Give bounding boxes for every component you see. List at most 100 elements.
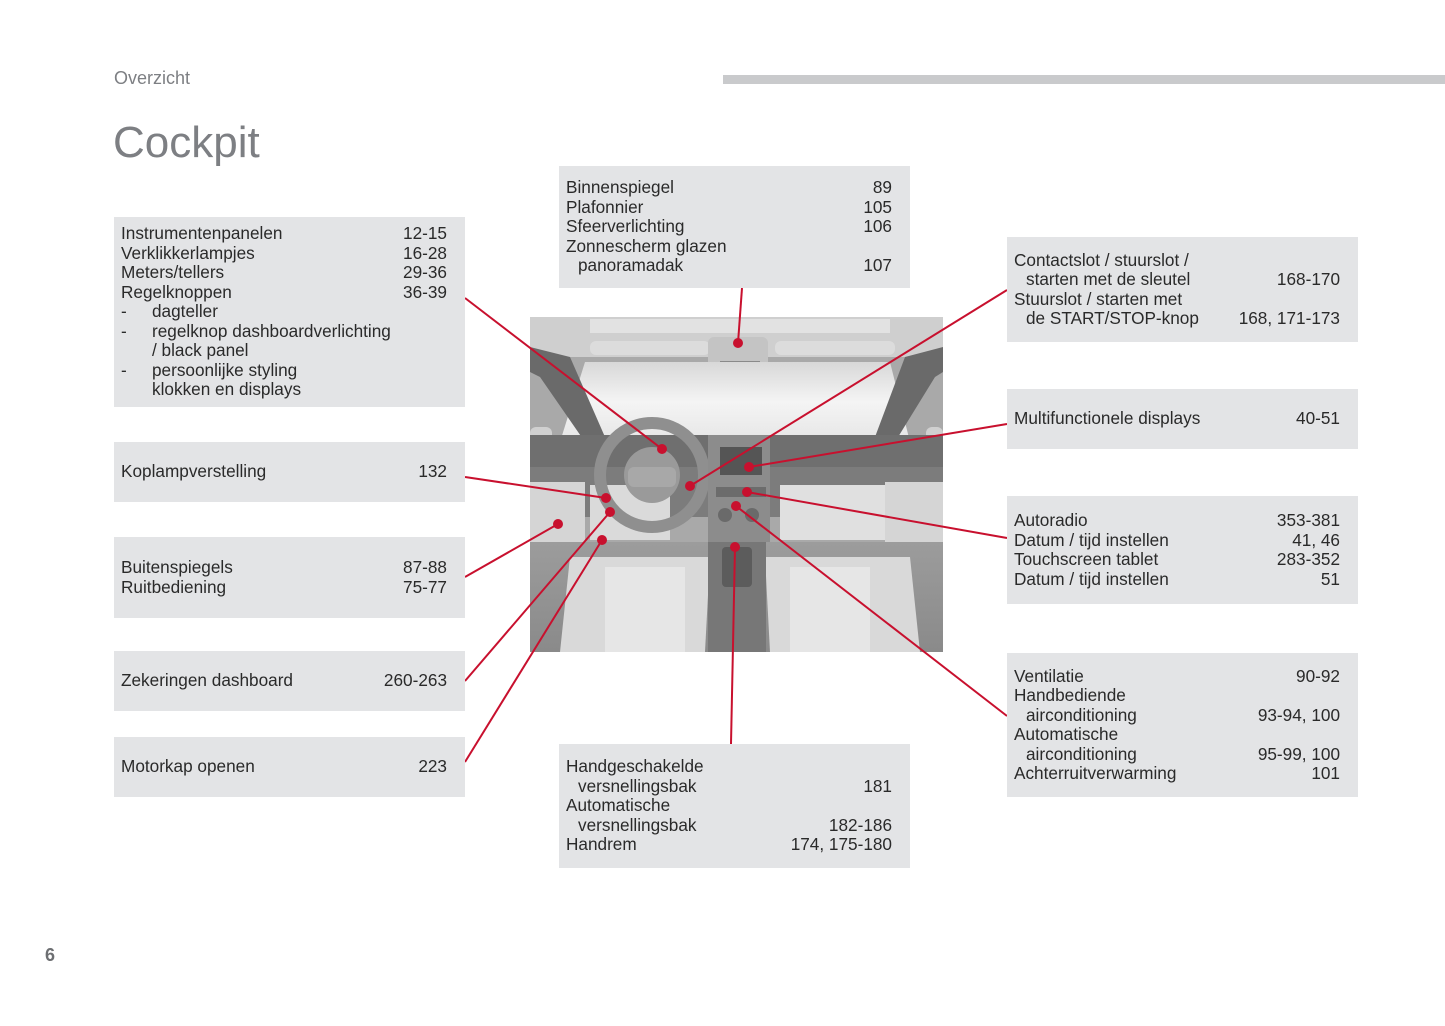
index-entry-label: Multifunctionele displays	[1014, 408, 1201, 429]
index-entry-label: Stuurslot / starten met	[1014, 288, 1183, 309]
index-entry-label: Contactslot / stuurslot /	[1014, 249, 1189, 270]
index-entry-page: 223	[418, 756, 447, 777]
index-entry: Automatische	[566, 796, 892, 816]
index-entry-page: 168, 171-173	[1238, 308, 1340, 328]
index-entry-label: Sfeerverlichting	[566, 216, 685, 237]
index-entry-label: Binnenspiegel	[566, 177, 674, 198]
index-entry-label: / black panel	[152, 340, 249, 361]
index-entry: de START/STOP-knop 168, 171-173	[1014, 308, 1340, 329]
index-entry: Binnenspiegel 89	[566, 178, 892, 198]
index-entry: Handgeschakelde	[566, 757, 892, 777]
cockpit-illustration	[530, 317, 943, 652]
index-entry-label: Zonnescherm glazen	[566, 235, 727, 256]
index-entry: Ventilatie 90-92	[1014, 665, 1340, 687]
index-entry: panoramadak 107	[566, 256, 892, 276]
index-entry-label: versnellingsbak	[578, 814, 697, 835]
index-entry-page: 16-28	[403, 242, 447, 263]
index-entry-page: 95-99, 100	[1257, 743, 1340, 764]
index-entry: Contactslot / stuurslot /	[1014, 249, 1340, 271]
index-entry-label: klokken en displays	[152, 379, 302, 400]
box-headlamp-adjustment: Koplampverstelling 132	[114, 442, 465, 502]
index-entry-label: dagteller	[121, 302, 218, 322]
header-divider-bar	[723, 75, 1445, 84]
index-entry-label: Ruitbediening	[121, 576, 227, 597]
index-entry-page: 90-92	[1296, 665, 1340, 686]
index-entry-page: 182-186	[828, 814, 892, 835]
index-entry: airconditioning 95-99, 100	[1014, 743, 1340, 765]
index-entry-page: 132	[418, 461, 447, 482]
index-entry-label: Automatische	[1014, 724, 1119, 744]
index-entry: Buitenspiegels 87-88	[121, 557, 447, 578]
index-entry-page: 12-15	[403, 223, 447, 244]
index-entry: Touchscreen tablet 283-352	[1014, 549, 1340, 570]
index-entry-page: 87-88	[403, 557, 447, 577]
index-entry-page: 107	[863, 255, 892, 276]
index-entry: / black panel	[121, 341, 447, 361]
box-ignition-start: Contactslot / stuurslot /starten met de …	[1007, 237, 1358, 342]
page-number: 6	[45, 945, 56, 965]
index-entry-label: Buitenspiegels	[121, 557, 233, 577]
index-entry-label: airconditioning	[1026, 743, 1137, 764]
index-entry-page: 93-94, 100	[1257, 704, 1340, 725]
index-entry-label: Achterruitverwarming	[1014, 763, 1177, 783]
index-entry-page: 168-170	[1276, 269, 1340, 289]
index-entry-page: 75-77	[403, 576, 447, 597]
index-entry-page: 105	[863, 196, 892, 217]
index-entry-page: 181	[863, 775, 892, 796]
index-entry-label: Handgeschakelde	[566, 756, 704, 777]
index-entry: klokken en displays	[121, 380, 447, 400]
index-entry-page: 106	[863, 216, 892, 237]
index-entry-page: 51	[1320, 568, 1340, 589]
index-entry-label: Regelknoppen	[121, 281, 232, 302]
index-entry-label: Touchscreen tablet	[1014, 549, 1159, 569]
index-entry: Meters/tellers 29-36	[121, 263, 447, 283]
index-entry: persoonlijke styling	[121, 360, 447, 381]
index-entry-label: Instrumentenpanelen	[121, 223, 283, 244]
index-entry: Zonnescherm glazen	[566, 235, 892, 257]
index-entry: Motorkap openen 223	[121, 757, 447, 777]
index-entry: Automatische	[1014, 724, 1340, 745]
index-entry-label: persoonlijke styling	[121, 360, 297, 381]
index-entry-label: Koplampverstelling	[121, 461, 267, 482]
index-entry: Handbediende	[1014, 685, 1340, 706]
index-entry-label: Motorkap openen	[121, 756, 255, 777]
index-entry: Koplampverstelling 132	[121, 462, 447, 482]
index-entry-label: Ventilatie	[1014, 665, 1084, 686]
index-entry: starten met de sleutel 168-170	[1014, 269, 1340, 290]
index-entry-label: Zekeringen dashboard	[121, 670, 293, 691]
index-entry-label: de START/STOP-knop	[1026, 308, 1199, 328]
index-entry-page: 283-352	[1276, 549, 1340, 569]
index-entry-page: 41, 46	[1292, 529, 1340, 550]
index-entry: dagteller	[121, 302, 447, 322]
index-entry: Ruitbediening 75-77	[121, 576, 447, 598]
index-entry-label: Handrem	[566, 834, 637, 855]
section-label: Overzicht	[114, 68, 191, 88]
index-entry-label: regelknop dashboardverlichting	[121, 321, 391, 342]
index-entry: Stuurslot / starten met	[1014, 288, 1340, 310]
index-entry-label: starten met de sleutel	[1026, 269, 1191, 289]
index-entry: Regelknoppen 36-39	[121, 281, 447, 303]
index-entry-label: Autoradio	[1014, 510, 1088, 530]
index-entry-page: 89	[872, 177, 892, 198]
index-entry-page: 29-36	[403, 262, 447, 283]
index-entry-page: 36-39	[403, 281, 447, 302]
index-entry-label: panoramadak	[578, 255, 684, 276]
index-entry-label: Meters/tellers	[121, 262, 225, 283]
box-bonnet-release: Motorkap openen 223	[114, 737, 465, 797]
index-entry: Sfeerverlichting 106	[566, 217, 892, 237]
